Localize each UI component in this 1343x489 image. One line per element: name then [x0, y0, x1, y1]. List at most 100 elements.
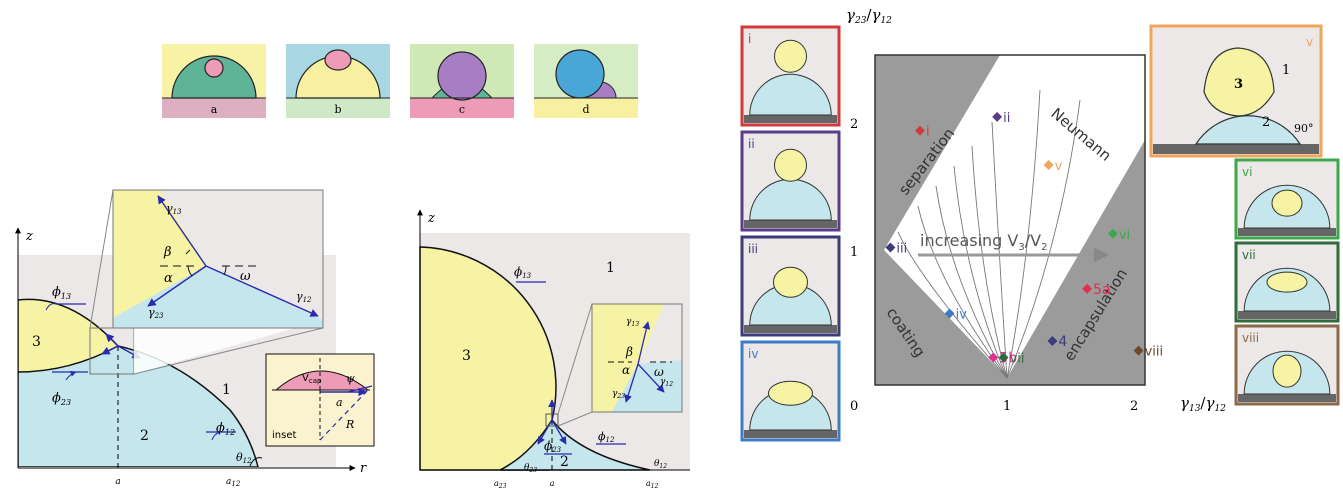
- left-zoom-line1: [89, 189, 114, 329]
- mzoom-beta: β: [625, 345, 633, 359]
- mzoom-omega: ω: [654, 365, 664, 379]
- left-r-label: r: [360, 461, 367, 476]
- coating-region: [875, 250, 1007, 378]
- thumb-label-i: i: [748, 32, 751, 46]
- left-zoom-frame: [112, 189, 324, 329]
- middle-zoom-line1: [557, 303, 593, 415]
- left-theta12: θ12: [236, 451, 252, 465]
- top-panel-d: [534, 44, 638, 118]
- middle-tick-a23: a23: [494, 479, 507, 489]
- phi12-arc: [211, 431, 221, 441]
- mzoom-gamma12: γ12: [660, 377, 673, 388]
- middle-region-2: [499, 418, 651, 471]
- middle-phi12: ϕ12: [598, 430, 615, 444]
- big-thumb-v: v 3 1 2 90°: [1149, 24, 1323, 158]
- left-phi12: ϕ12: [216, 421, 235, 437]
- top-panel-b: [286, 44, 390, 118]
- thumbs-right: vi vii viii: [1234, 158, 1340, 406]
- thumb-viii: viii: [1234, 324, 1340, 406]
- phase-diagram: increasing V3/V2 separation Neumann coat…: [740, 6, 1340, 442]
- panel-c-label: c: [459, 103, 465, 116]
- thumb-label-vi: vi: [1242, 165, 1252, 179]
- middle-region-2-label: 2: [560, 454, 569, 470]
- mzoom-alpha: α: [622, 363, 630, 377]
- phase-y-tick-2: 2: [850, 117, 858, 132]
- mzoom-gamma23-arrow: [624, 363, 639, 403]
- thumb-i: i: [740, 25, 841, 127]
- zoom-gamma13: γ13: [166, 202, 182, 216]
- phase-point-5a: [1082, 283, 1093, 294]
- increasing-label: increasing V3/V2: [920, 231, 1047, 253]
- middle-region-1-label: 1: [606, 260, 615, 276]
- zoom-gamma13-arrow: [157, 195, 207, 267]
- phase-point-iv: [944, 308, 955, 319]
- zoom-gamma23: γ23: [148, 306, 164, 320]
- big-thumb-angle: 90°: [1294, 122, 1314, 135]
- middle-region-3-label: 3: [462, 348, 471, 364]
- phase-point-label-vii: vii: [1010, 352, 1025, 367]
- inset-box: Vcap ψ a R inset: [265, 353, 375, 447]
- left-zoom-line2: [133, 327, 324, 375]
- middle-theta23: θ23: [524, 463, 537, 474]
- phase-point-label-viii: viii: [1145, 345, 1164, 360]
- left-z-label: z: [25, 229, 33, 244]
- middle-zoom-line2: [557, 411, 593, 427]
- middle-zoom-frame: [591, 303, 683, 413]
- inset-a: a: [336, 396, 343, 409]
- phase-point-label-iv: iv: [956, 308, 968, 323]
- middle-zoom-marker: [545, 413, 559, 427]
- left-small-arrow-23: [101, 345, 119, 355]
- phase-point-iii: [885, 242, 896, 253]
- left-zoom-panel: [113, 190, 323, 328]
- zoom-gamma12: γ12: [296, 290, 312, 304]
- theta12-arc: [249, 457, 263, 467]
- thumb-ii: ii: [740, 130, 841, 232]
- mzoom-gamma13: γ13: [626, 317, 639, 328]
- left-region-3-label: 3: [32, 334, 41, 350]
- phase-point-v: [1043, 160, 1054, 170]
- middle-z-label: z: [427, 211, 435, 226]
- left-zoom-wedge: [134, 320, 323, 374]
- big-thumb-label: v: [1306, 35, 1313, 49]
- phase-x-tick-1: 1: [1003, 399, 1011, 414]
- zoom-omega: ω: [240, 269, 251, 284]
- zoom-beta: β: [163, 245, 172, 260]
- phase-point-label-ii: ii: [1003, 111, 1010, 126]
- left-phi23: ϕ23: [52, 391, 71, 407]
- phase-y-tick-0: 0: [850, 399, 858, 414]
- thumb-iii: iii: [740, 235, 841, 337]
- phase-point-vii: [998, 352, 1009, 363]
- phase-point-label-iii: iii: [896, 242, 907, 257]
- thumb-label-viii: viii: [1242, 331, 1259, 345]
- middle-small-arrow-23: [537, 419, 553, 445]
- inset-psi: ψ: [346, 372, 355, 385]
- left-region-2-label: 2: [140, 428, 149, 444]
- middle-tick-a: a: [550, 479, 555, 488]
- middle-diagram: z 3 1 2 ϕ13 ϕ23 ϕ12 θ23 θ12 a23 a a12: [417, 209, 690, 489]
- phase-point-ii: [992, 111, 1003, 122]
- left-diagram: z r a a12 3 2 1 ϕ13 ϕ23 ϕ12 θ12: [15, 189, 375, 488]
- panel-b-label: b: [334, 103, 341, 116]
- left-small-arrow-13: [105, 333, 119, 347]
- phase-point-4: [1047, 336, 1058, 346]
- phase-point-label-i: i: [926, 125, 930, 140]
- phi13-arc: [45, 303, 57, 311]
- phase-point-label-5a: 5a: [1093, 282, 1111, 298]
- big-thumb-region-1: 1: [1282, 63, 1290, 78]
- phi23-arrow: [65, 370, 77, 381]
- separation-region: [875, 55, 1000, 250]
- phase-x-label: γ13/γ12: [1180, 394, 1226, 414]
- inset-label: inset: [272, 430, 296, 441]
- thumb-label-vii: vii: [1242, 248, 1256, 262]
- phase-y-tick-1: 1: [850, 245, 858, 260]
- left-tick-a: a: [115, 477, 120, 487]
- panel-d-label: d: [582, 103, 589, 116]
- thumb-label-ii: ii: [748, 137, 755, 151]
- panel-a-label: a: [211, 103, 218, 116]
- middle-phi23: ϕ23: [544, 439, 562, 454]
- thumb-label-iii: iii: [748, 242, 758, 256]
- inset-R: R: [345, 418, 354, 431]
